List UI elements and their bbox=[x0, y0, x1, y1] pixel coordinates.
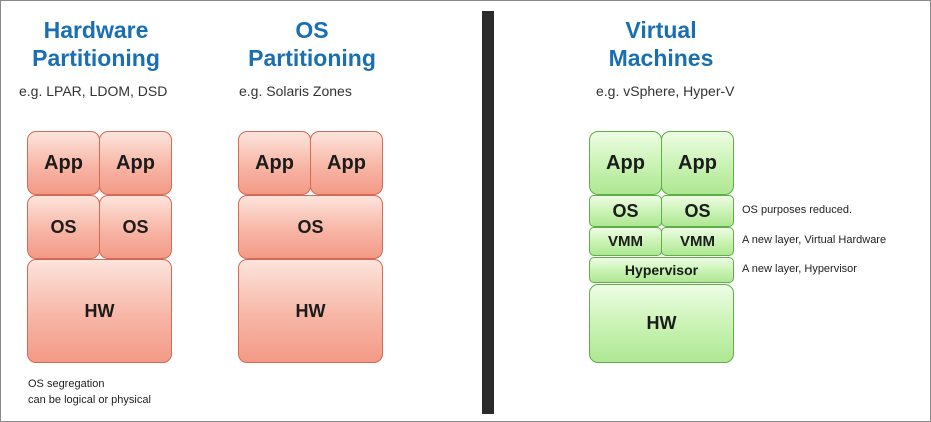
hardware-title-line2: Partitioning bbox=[32, 45, 160, 71]
section-divider bbox=[482, 11, 494, 414]
hardware-os-left: OS bbox=[27, 195, 100, 259]
vm-hw-box: HW bbox=[589, 284, 734, 363]
vm-app-right: App bbox=[661, 131, 734, 195]
vm-vmm-left: VMM bbox=[589, 227, 662, 256]
vm-note-hypervisor: A new layer, Hypervisor bbox=[742, 263, 857, 275]
os-title-line2: Partitioning bbox=[248, 45, 376, 71]
os-title-line1: OS bbox=[295, 17, 329, 43]
os-os-box: OS bbox=[238, 195, 383, 259]
hardware-os-right: OS bbox=[99, 195, 172, 259]
hardware-note-line1: OS segregation bbox=[28, 378, 105, 390]
vm-title-line1: Virtual bbox=[625, 17, 697, 43]
virtual-machines-title: Virtual Machines bbox=[586, 16, 736, 72]
vm-subtitle: e.g. vSphere, Hyper-V bbox=[596, 83, 735, 99]
hardware-title-line1: Hardware bbox=[43, 17, 149, 43]
hardware-note-line2: can be logical or physical bbox=[28, 394, 151, 406]
vm-os-left: OS bbox=[589, 195, 662, 227]
os-hw-box: HW bbox=[238, 259, 383, 363]
vm-title-line2: Machines bbox=[608, 45, 714, 71]
os-app-left: App bbox=[238, 131, 311, 195]
os-partitioning-subtitle: e.g. Solaris Zones bbox=[239, 83, 352, 99]
hardware-hw-box: HW bbox=[27, 259, 172, 363]
hardware-app-right: App bbox=[99, 131, 172, 195]
os-partitioning-title: OS Partitioning bbox=[237, 16, 387, 72]
vm-hypervisor-box: Hypervisor bbox=[589, 257, 734, 283]
hardware-partitioning-title: Hardware Partitioning bbox=[21, 16, 171, 72]
vm-app-left: App bbox=[589, 131, 662, 195]
hardware-subtitle: e.g. LPAR, LDOM, DSD bbox=[19, 83, 168, 99]
vm-note-os: OS purposes reduced. bbox=[742, 204, 853, 216]
hardware-note: OS segregation can be logical or physica… bbox=[28, 376, 151, 408]
vm-note-vmm: A new layer, Virtual Hardware bbox=[742, 234, 887, 246]
vm-vmm-right: VMM bbox=[661, 227, 734, 256]
os-app-right: App bbox=[310, 131, 383, 195]
vm-os-right: OS bbox=[661, 195, 734, 227]
hardware-app-left: App bbox=[27, 131, 100, 195]
